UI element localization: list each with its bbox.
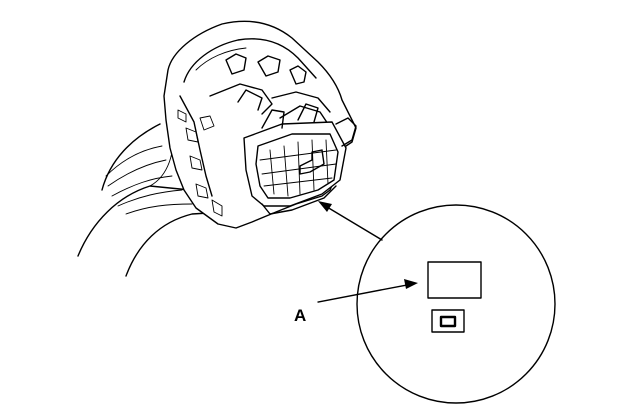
marking-square (427, 261, 482, 299)
connector-housing (163, 20, 357, 229)
wire-harness (77, 123, 226, 277)
magnified-detail-circle (356, 204, 556, 404)
callout-a: A (294, 279, 418, 325)
marking-small-box (431, 309, 465, 333)
callout-label-a: A (294, 306, 306, 325)
leader-arrow (318, 201, 383, 241)
